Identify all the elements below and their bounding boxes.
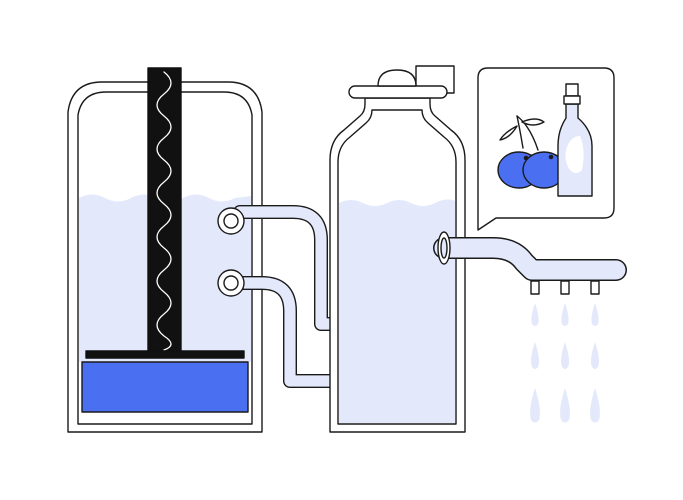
oil-bottle-icon — [557, 83, 593, 197]
product-callout — [477, 67, 615, 231]
screw-press-icon — [85, 67, 245, 359]
connecting-pipes — [217, 205, 351, 388]
outlet-pipe — [433, 231, 627, 295]
settling-tank-icon — [329, 65, 466, 433]
drip-icon — [530, 303, 600, 423]
olives-icon — [497, 115, 566, 189]
